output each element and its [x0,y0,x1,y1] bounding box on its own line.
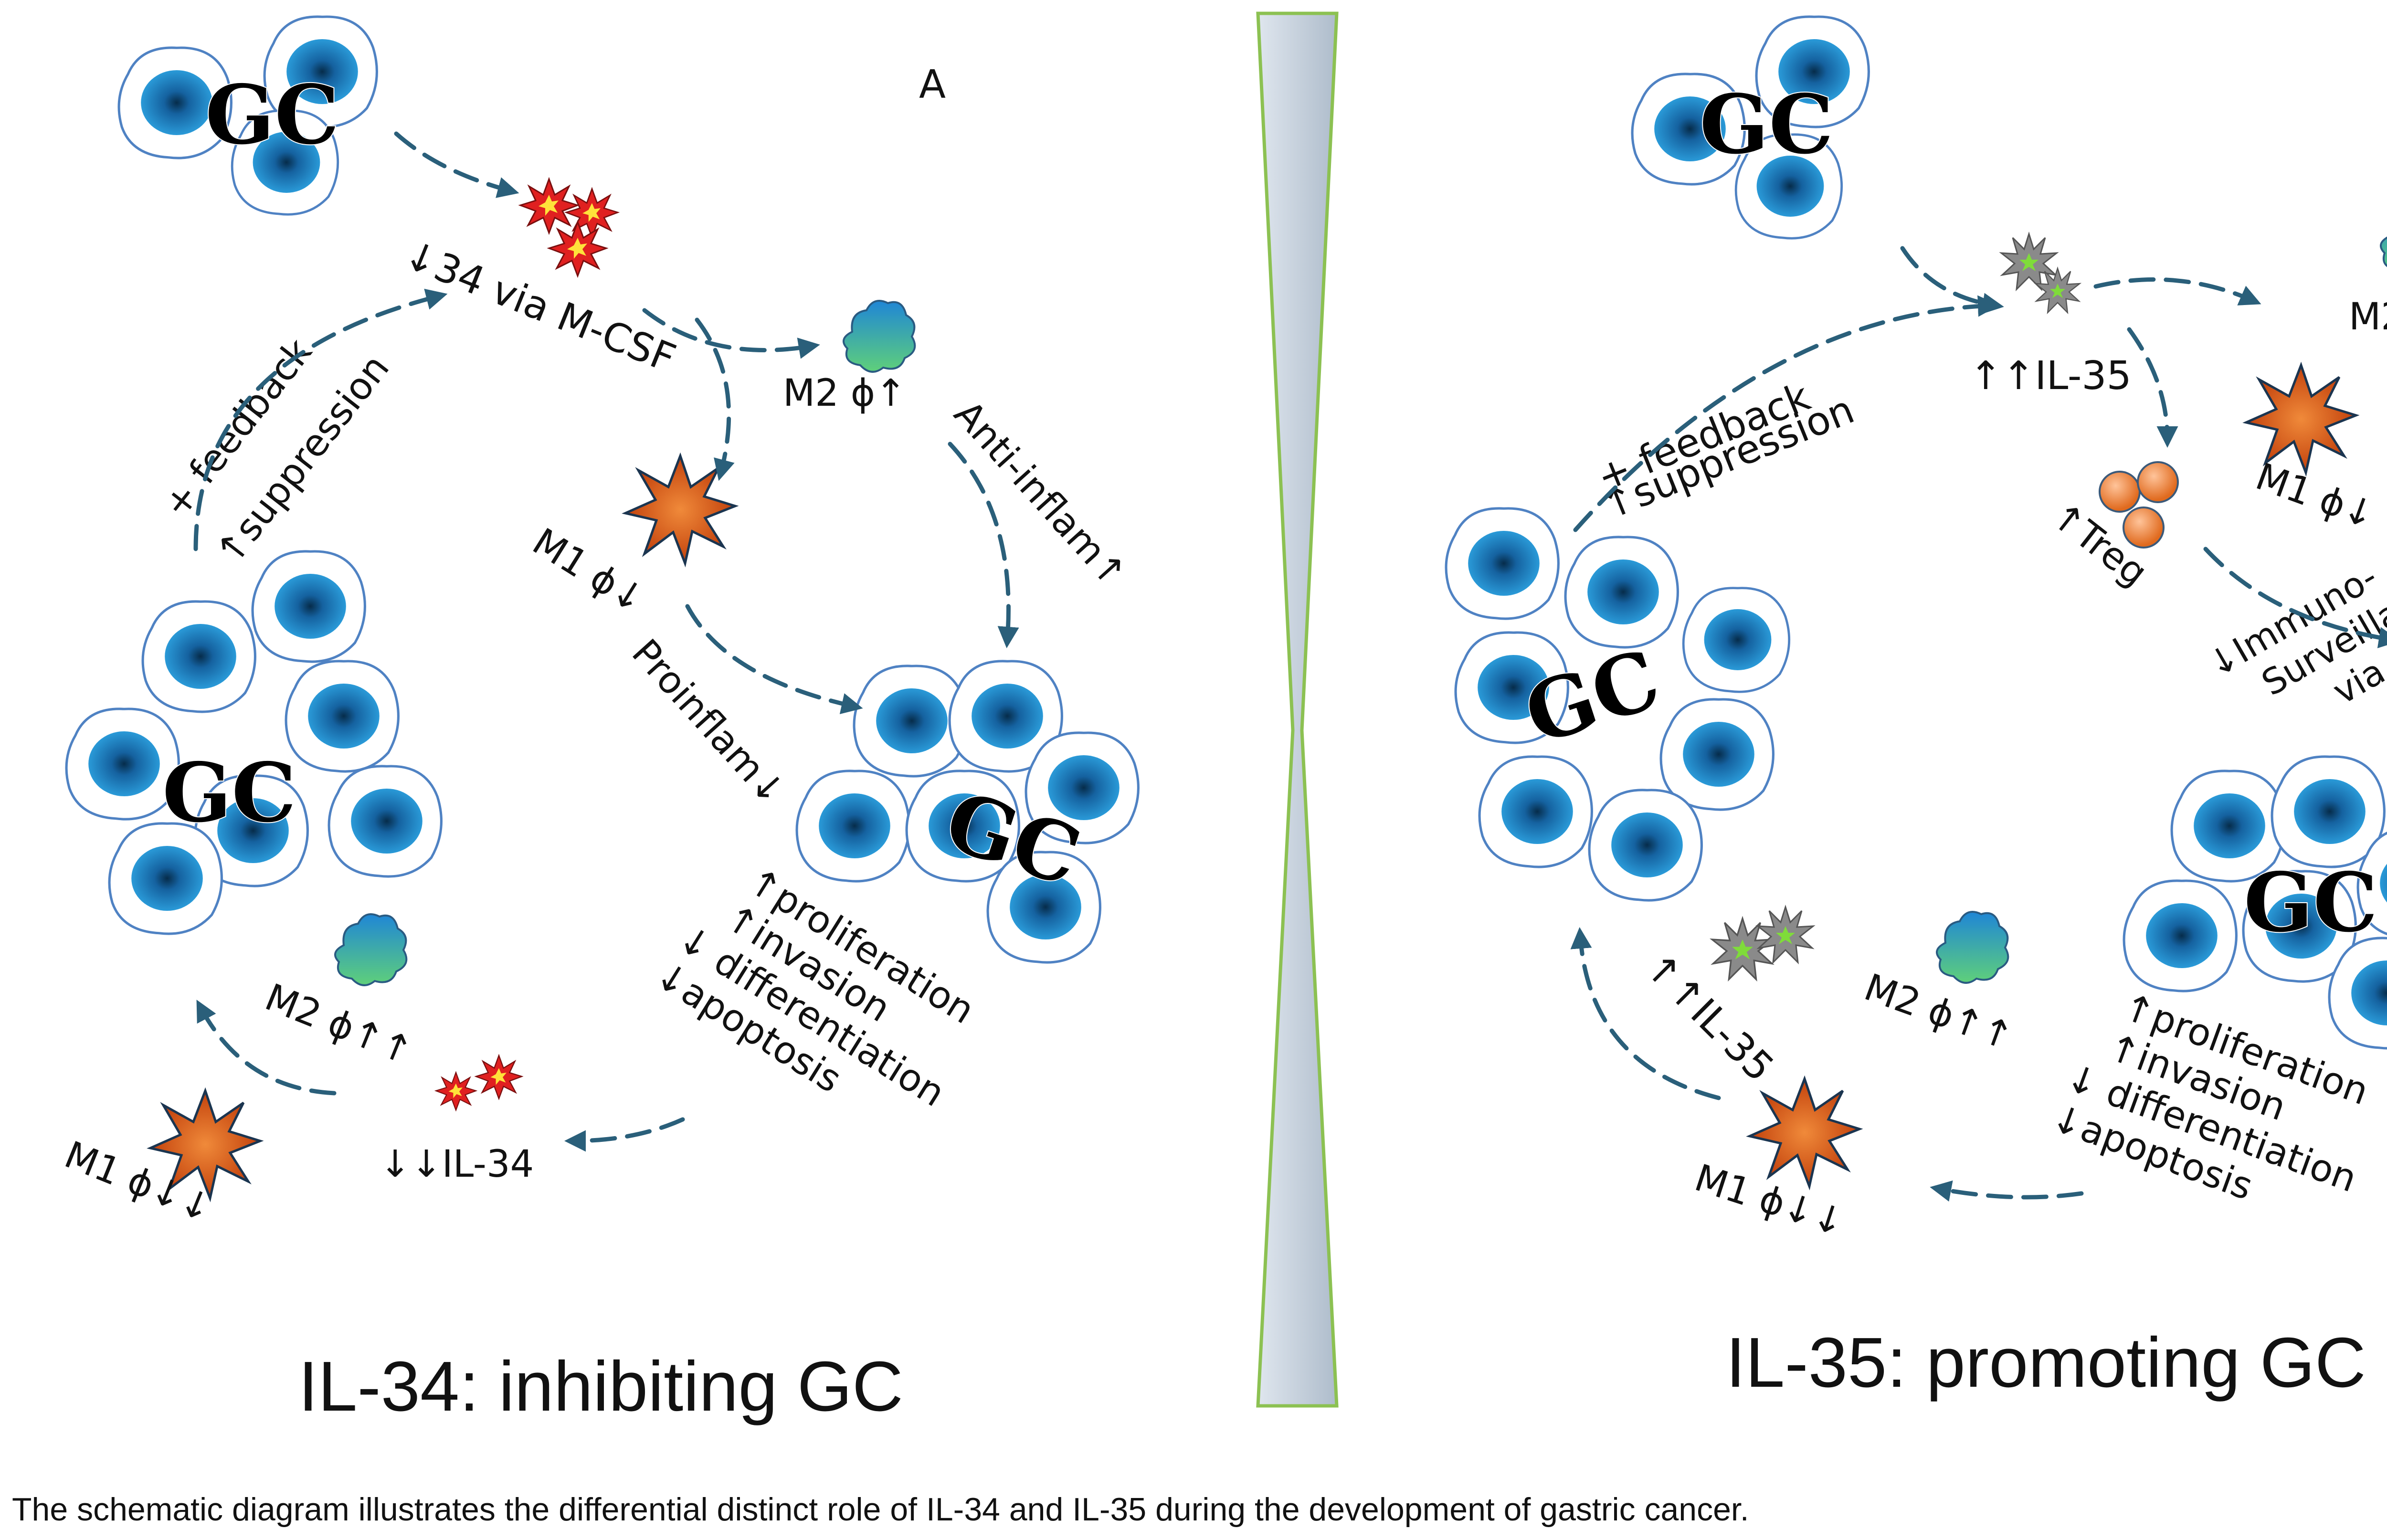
panel-a: A GC ↓34 via M-CSF + feedback ↑suppressi… [59,17,1139,1426]
figure-caption: The schematic diagram illustrates the di… [12,1491,1749,1528]
hourglass-divider [1256,11,1339,1408]
gc-cluster-a-left: GC [66,551,441,934]
panel-a-letter: A [919,62,946,107]
gc-label: GC [1700,77,1833,172]
panel-b: B GC ↑↑IL-35 + feedback ↑suppression M2 … [1446,17,2387,1402]
il34-burst-small-icon [435,1055,523,1111]
il35-burst-icon [2000,233,2081,313]
immunosurveillance-label: ↓Immuno- Surveillance via PD-1 [2200,556,2387,713]
arrows-b [1570,246,2387,1202]
gc-cluster-b-left: GC [1446,508,1789,900]
gc-cluster-b-right: GC [2124,757,2387,1048]
m2-label: M2 ϕ↑ [2349,295,2387,338]
gc-cluster-a-top: GC [119,17,377,214]
anti-inflam-label: Anti-inflam↑ [946,392,1135,596]
il35-burst-small-icon [1711,906,1814,981]
m1-macrophage-icon [2246,365,2356,473]
treg-cells-icon [2099,461,2179,548]
panel-b-title: IL-35: promoting GC [1726,1323,2366,1402]
il35-bottom-label: ↑↑IL-35 [1636,944,1782,1090]
il34-bottom-label: ↓↓IL-34 [380,1143,534,1186]
gc-cluster-b-top: GC [1632,17,1869,238]
m1-macrophage-icon [625,456,735,563]
m1-macrophage-icon [1750,1079,1859,1186]
il35-top-label: ↑↑IL-35 [1969,353,2132,399]
m2-bottom-label: M2 ϕ↑↑ [1859,966,2019,1059]
gc-label: GC [205,67,339,163]
proinflam-label: Proinflam↓ [623,631,794,813]
gc-label: GC [162,745,296,841]
m2-macrophage-icon [843,300,916,373]
arrows-a [193,131,1019,1152]
m2-macrophage-icon [1936,911,2009,984]
m2-label: M2 ϕ↑ [783,372,907,415]
gc-label: GC [2244,855,2377,950]
m2-macrophage-icon [2380,204,2387,277]
m2-macrophage-icon [334,913,408,986]
il34-via-mcsf-label: ↓34 via M-CSF [398,232,682,381]
m1-bottom-label: M1 ϕ↓↓ [1690,1156,1850,1245]
effects-list-a: ↑proliferation ↑invasion ↓ differentiati… [647,859,982,1115]
m1-label: M1 ϕ↓ [2250,455,2381,538]
panel-a-title: IL-34: inhibiting GC [298,1347,903,1426]
m2-bottom-label: M2 ϕ↑↑ [259,976,419,1074]
il34-burst-icon [519,178,619,277]
m1-label: M1 ϕ↓ [525,520,653,622]
